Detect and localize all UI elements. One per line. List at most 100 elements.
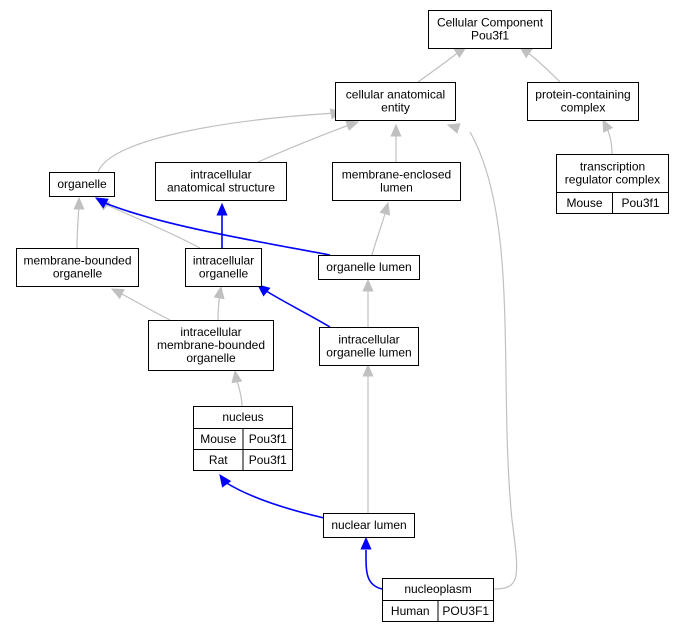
node-label-line: organelle lumen (326, 346, 411, 360)
node-label-line: intracellular (180, 325, 241, 339)
gene-label: Pou3f1 (249, 453, 287, 467)
edge-arrowhead (602, 118, 614, 133)
node-box (148, 320, 274, 371)
node-label-line: intracellular (338, 333, 399, 347)
node-box (332, 162, 461, 201)
edge-layer (73, 46, 614, 590)
node-label-line: nucleoplasm (404, 582, 471, 596)
species-label: Mouse (200, 432, 236, 446)
node-organelle[interactable]: organelle (49, 172, 115, 197)
node-label-line: transcription (580, 160, 645, 174)
edge-ias-cae-is-a (257, 120, 360, 163)
edge-arrowhead (94, 197, 109, 209)
node-box (155, 162, 287, 201)
edge-line (526, 51, 561, 83)
gene-cell: Pou3f1 (242, 428, 293, 450)
edge-arrowhead (362, 363, 374, 377)
species-cell: Human (382, 600, 439, 622)
gene-label: Pou3f1 (249, 432, 287, 446)
node-label-line: cellular anatomical (346, 88, 445, 102)
edge-trc-pcc-is-a (602, 118, 614, 155)
node-box (527, 82, 639, 121)
gene-label: Pou3f1 (621, 196, 659, 210)
node-box (323, 513, 415, 538)
edge-ol-organelle-part-of (94, 197, 331, 256)
node-box (49, 172, 115, 197)
node-label-line: organelle lumen (326, 260, 411, 274)
edge-line (97, 112, 337, 173)
gene-cell: Pou3f1 (612, 192, 669, 214)
node-box (335, 82, 456, 121)
edge-imbo-mbo-is-a (110, 288, 171, 321)
edge-iol-io-part-of (257, 284, 331, 328)
node-nl[interactable]: nuclear lumen (323, 513, 415, 538)
node-box (185, 248, 262, 287)
gene-cell: POU3F1 (437, 600, 494, 622)
edge-line (76, 204, 80, 249)
edge-line (262, 288, 331, 328)
node-label-line: organelle (57, 177, 107, 191)
edge-line (417, 50, 461, 83)
edge-arrowhead (213, 285, 225, 300)
node-label-line: Pou3f1 (471, 29, 509, 43)
edge-arrowhead (379, 201, 391, 216)
gene-label: POU3F1 (442, 604, 489, 618)
species-cell: Mouse (556, 192, 613, 214)
edge-arrowhead (231, 369, 243, 384)
edge-arrowhead (390, 123, 402, 137)
edge-pcc-root-is-a (518, 46, 561, 83)
edge-nucleus-imbo-is-a (231, 369, 243, 407)
edge-line (469, 131, 518, 590)
species-cell: Rat (193, 449, 244, 471)
edge-ol-mel-is-a (371, 201, 391, 256)
edge-arrowhead (216, 202, 228, 216)
node-label-line: anatomical structure (167, 181, 275, 195)
node-label-line: nucleus (222, 410, 263, 424)
node-label-line: organelle (53, 267, 103, 281)
edge-imbo-io-is-a (213, 285, 225, 321)
edge-arrowhead (73, 196, 85, 210)
edge-line (104, 202, 331, 256)
node-label-line: organelle (199, 267, 249, 281)
edge-arrowhead (345, 120, 360, 131)
node-label-line: entity (381, 101, 410, 115)
edge-arrowhead (257, 284, 271, 297)
edge-arrowhead (446, 123, 461, 134)
node-label-line: organelle (186, 351, 236, 365)
node-label-line: Cellular Component (437, 16, 544, 30)
node-label-line: regulator complex (565, 173, 660, 187)
node-label-line: intracellular (190, 168, 251, 182)
edge-line (224, 481, 325, 519)
edge-mbo-organelle-is-a (73, 196, 85, 249)
edge-arrowhead (219, 473, 232, 488)
edge-line (365, 549, 383, 590)
edge-line (117, 291, 171, 321)
edge-line (257, 123, 353, 163)
edge-nl-nucleus-part-of (219, 473, 325, 519)
node-box (428, 10, 552, 49)
edge-mel-cae-is-a (390, 123, 402, 163)
node-label-line: membrane-enclosed (342, 168, 451, 182)
species-cell: Mouse (193, 428, 244, 450)
edge-line (371, 209, 387, 256)
edge-np-nl-part-of (360, 536, 383, 590)
species-label: Rat (209, 453, 228, 467)
edge-iol-ol-is-a (362, 278, 374, 327)
node-ol[interactable]: organelle lumen (318, 255, 420, 280)
gene-cell: Pou3f1 (242, 449, 293, 471)
node-box (318, 255, 420, 280)
species-label: Mouse (566, 196, 602, 210)
